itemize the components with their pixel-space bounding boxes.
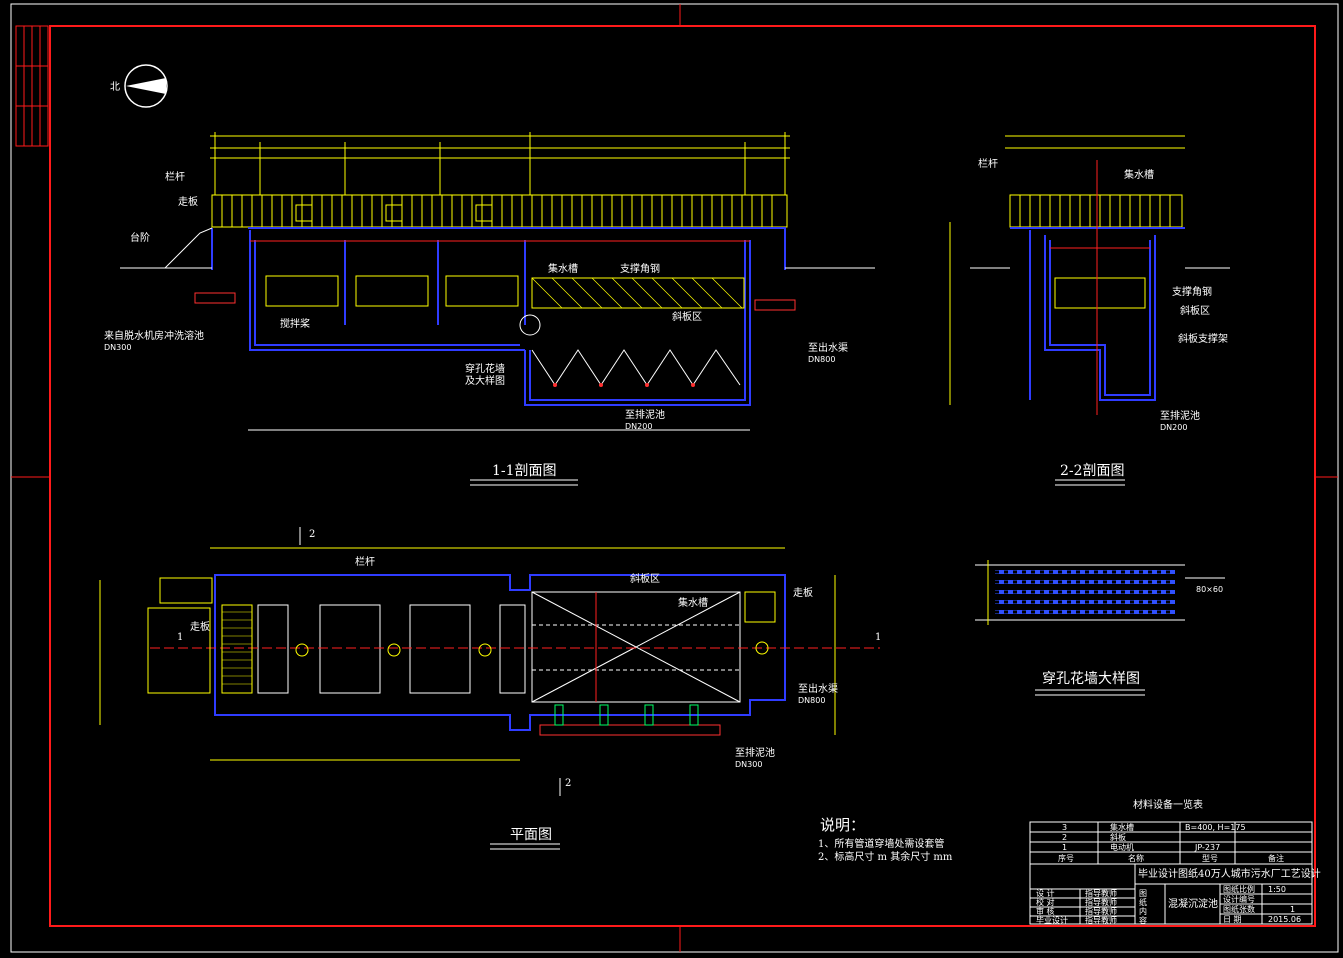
label-collector: 集水槽 <box>548 262 578 275</box>
label-sludge-pipe: 至排泥池 <box>625 408 665 421</box>
label-2-railing: 栏杆 <box>978 157 998 170</box>
section-1-1: 栏杆 走板 台阶 来自脱水机房冲洗溶池 DN300 搅拌桨 穿孔花墙 及大样图 … <box>104 132 875 486</box>
label-perforated-wall-detail: 及大样图 <box>465 374 505 387</box>
table-row-2-no: 2 <box>1062 833 1067 842</box>
title-block-label-1: 图 <box>1139 889 1147 898</box>
label-mixer: 搅拌桨 <box>280 317 310 330</box>
plan-section-mark-1-right: 1 <box>875 632 881 643</box>
section-1-1-title: 1-1剖面图 <box>492 463 557 479</box>
north-arrow-icon: 北 <box>110 64 168 108</box>
notes: 说明： 1、所有管道穿墙处需设套管 2、标高尺寸 m 其余尺寸 mm <box>818 816 953 863</box>
notes-line-1: 1、所有管道穿墙处需设套管 <box>818 837 944 850</box>
label-2-sludge-pipe: 至排泥池 <box>1160 409 1200 422</box>
title-block: 毕业设计图纸 40万人城市污水厂工艺设计 混凝沉淀池 图 纸 内 容 图纸比例 … <box>1029 863 1321 925</box>
title-block-sheet: 1 <box>1290 905 1295 914</box>
plan-section-mark-2: 2 <box>309 529 315 540</box>
title-block-signature-4: 指导教师 <box>1085 915 1117 925</box>
plan-label-inclined-plate: 斜板区 <box>630 572 660 585</box>
material-table-title: 材料设备一览表 <box>1133 798 1203 811</box>
title-block-scale: 1:50 <box>1268 885 1286 894</box>
title-block-role-1: 设 计 <box>1036 888 1055 898</box>
table-header-name: 名称 <box>1128 853 1144 863</box>
table-row-3-spec: JP-237 <box>1194 843 1220 852</box>
label-outlet-dn: DN800 <box>808 355 835 364</box>
title-block-project: 40万人城市污水厂工艺设计 <box>1198 867 1321 880</box>
title-block-date-label: 日 期 <box>1223 915 1242 924</box>
plan-section-mark-2-bottom: 2 <box>565 778 571 789</box>
label-2-support-steel: 支撑角钢 <box>1172 285 1212 298</box>
plan-label-walkway: 走板 <box>190 620 210 633</box>
label-2-inclined-plate: 斜板区 <box>1180 304 1210 317</box>
detail-title: 穿孔花墙大样图 <box>1042 671 1140 687</box>
table-row-1-name: 集水槽 <box>1110 822 1134 832</box>
label-stairs: 台阶 <box>130 231 150 244</box>
title-block-label-2: 纸 <box>1139 897 1147 907</box>
label-2-sludge-dn: DN200 <box>1160 423 1187 432</box>
title-block-scale-label: 图纸比例 <box>1223 884 1255 894</box>
title-block-sheet-label: 图纸张数 <box>1223 904 1255 914</box>
label-railing: 栏杆 <box>165 170 185 183</box>
table-header-no: 序号 <box>1058 853 1074 863</box>
table-row-3-no: 1 <box>1062 843 1067 852</box>
plan-title: 平面图 <box>510 827 552 843</box>
notes-heading: 说明： <box>820 816 865 834</box>
title-block-drawing-no-label: 设计编号 <box>1223 894 1255 904</box>
sheet-frame <box>10 3 1339 953</box>
title-block-school: 毕业设计图纸 <box>1138 867 1198 880</box>
title-block-drawing-name: 混凝沉淀池 <box>1168 897 1218 910</box>
title-block-label-4: 容 <box>1139 915 1147 925</box>
plan-label-railing: 栏杆 <box>355 555 375 568</box>
detail-dimension: 80×60 <box>1196 585 1223 594</box>
plan-section-mark-1: 1 <box>177 632 183 643</box>
label-support-steel: 支撑角钢 <box>620 262 660 275</box>
label-2-collector: 集水槽 <box>1124 168 1154 181</box>
label-inclined-plate: 斜板区 <box>672 310 702 323</box>
title-block-role-3: 审 核 <box>1036 906 1055 916</box>
table-row-3-name: 电动机 <box>1110 842 1134 852</box>
table-row-1-spec: B=400, H=175 <box>1185 823 1246 832</box>
plan-label-sludge-pipe: 至排泥池 <box>735 746 775 759</box>
material-table: 材料设备一览表 3 集水槽 B=400, H=175 2 斜板 1 电动机 JP… <box>1029 798 1313 865</box>
table-header-note: 备注 <box>1268 853 1284 863</box>
north-label: 北 <box>110 81 120 93</box>
section-2-2: 栏杆 集水槽 支撑角钢 斜板区 斜板支撑架 至排泥池 DN200 2-2剖面图 <box>949 135 1230 486</box>
plan-label-collector: 集水槽 <box>678 596 708 609</box>
title-block-role-4: 毕业设计 <box>1036 915 1068 925</box>
plan-label-outlet-dn: DN800 <box>798 696 825 705</box>
title-block-signature-2: 指导教师 <box>1085 897 1117 907</box>
label-walkway: 走板 <box>178 195 198 208</box>
label-inlet-dn: DN300 <box>104 343 131 352</box>
plan-label-walkway-right: 走板 <box>793 586 813 599</box>
title-block-role-2: 校 对 <box>1036 897 1055 907</box>
table-row-2-name: 斜板 <box>1110 832 1126 842</box>
plan-label-sludge-dn: DN300 <box>735 760 762 769</box>
title-block-signature-1: 指导教师 <box>1085 888 1117 898</box>
label-2-plate-support: 斜板支撑架 <box>1178 332 1228 345</box>
title-block-signature-3: 指导教师 <box>1085 906 1117 916</box>
plan-view: 1 1 2 2 栏杆 走板 走板 斜板区 集水槽 至出水渠 DN800 至排泥池… <box>99 527 881 850</box>
notes-line-2: 2、标高尺寸 m 其余尺寸 mm <box>818 850 953 863</box>
table-header-spec: 型号 <box>1202 854 1218 863</box>
table-row-1-no: 3 <box>1062 823 1067 832</box>
title-block-label-3: 内 <box>1139 906 1147 916</box>
perforated-wall-detail: 80×60 穿孔花墙大样图 <box>975 560 1225 696</box>
label-sludge-dn: DN200 <box>625 422 652 431</box>
label-inlet-pipe: 来自脱水机房冲洗溶池 <box>104 329 204 342</box>
label-perforated-wall: 穿孔花墙 <box>465 362 505 375</box>
title-block-date: 2015.06 <box>1268 915 1301 924</box>
section-2-2-title: 2-2剖面图 <box>1060 463 1125 479</box>
plan-label-outlet-pipe: 至出水渠 <box>798 682 838 695</box>
label-outlet-pipe: 至出水渠 <box>808 341 848 354</box>
